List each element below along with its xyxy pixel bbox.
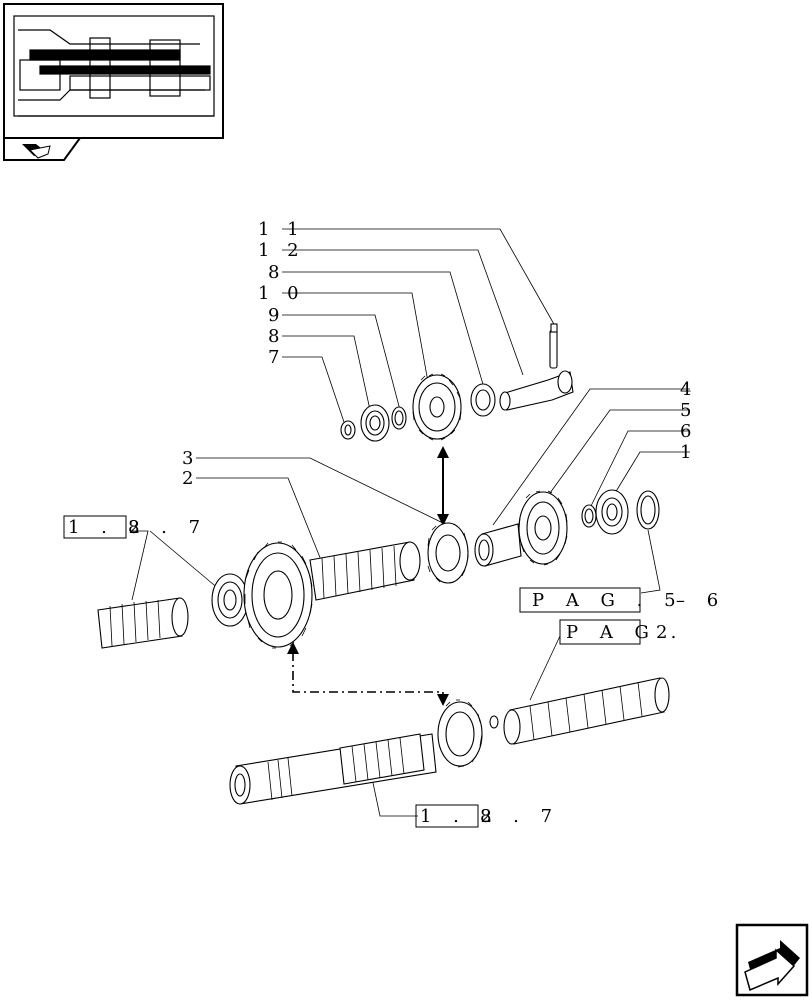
- part-1-ring: [636, 490, 660, 530]
- book-page-icon: [22, 144, 51, 159]
- part-8-bearing-lower: [360, 404, 390, 442]
- part-5-gear: [518, 490, 568, 566]
- callout-8-lower: 8: [268, 326, 285, 347]
- ref-pag-2-boxed: P A G .: [566, 622, 684, 643]
- callout-1: 1: [680, 442, 697, 463]
- part-3-gear: [427, 522, 469, 584]
- ref-top-left-boxed: 1 . 2: [68, 517, 148, 538]
- callout-8-upper: 8: [268, 262, 285, 283]
- part-10-gear: [412, 373, 462, 441]
- callout-6: 6: [680, 421, 697, 442]
- callout-10: 1 0: [258, 283, 305, 304]
- upper-parts: [340, 323, 574, 442]
- leader-lines: [130, 228, 690, 817]
- middle-parts: [97, 489, 660, 649]
- ref-bottom-rest: 8 . 7: [480, 806, 560, 827]
- left-stub-shaft: [97, 597, 189, 649]
- transmission-thumbnail: [13, 15, 215, 117]
- callout-numbers: 1 1 1 2 8 1 0 9 8 7 3 2 4 5 6 1: [182, 219, 697, 489]
- ref-bottom-boxed: 1 . 2: [420, 806, 500, 827]
- callout-11: 1 1: [258, 219, 305, 240]
- ref-pag-5-6[interactable]: P A G . 5 – 6: [519, 587, 726, 613]
- next-page-arrow-icon[interactable]: [735, 923, 809, 997]
- ref-pag-5-6-boxed: P A G . 5: [532, 590, 684, 611]
- callout-2: 2: [182, 468, 199, 489]
- callout-3: 3: [182, 448, 199, 469]
- lower-right-shaft: [503, 677, 670, 745]
- callout-12: 1 2: [258, 240, 305, 261]
- ref-top-left[interactable]: 1 . 2 8 . 7: [63, 515, 208, 539]
- ref-pag-2[interactable]: P A G . 2: [559, 619, 684, 645]
- thumbnail-panel[interactable]: [3, 3, 224, 161]
- callout-5: 5: [680, 400, 697, 421]
- part-2-gear-shaft: [243, 541, 421, 649]
- part-4-sleeve: [474, 523, 522, 567]
- part-7-bush: [340, 420, 356, 440]
- part-11-pin: [549, 323, 558, 369]
- callout-7: 7: [268, 347, 285, 368]
- callout-4: 4: [680, 379, 697, 400]
- part-6-ring: [581, 504, 597, 528]
- assembly-arrow-dashed: [287, 642, 449, 706]
- callout-9: 9: [268, 305, 285, 326]
- left-bearing: [211, 573, 249, 627]
- ref-top-left-rest: 8 . 7: [128, 517, 208, 538]
- lower-main-shaft: [229, 699, 499, 805]
- part-6-bearing: [595, 489, 629, 535]
- ref-pag-5-6-rest: – 6: [676, 590, 726, 611]
- assembly-arrow-vertical: [437, 446, 449, 526]
- part-9-circlip: [391, 406, 407, 430]
- ref-bottom[interactable]: 1 . 2 8 . 7: [415, 804, 560, 828]
- part-8-bearing-upper: [470, 383, 496, 417]
- part-12-shaft: [499, 370, 574, 411]
- ref-pag-2-rest: 2: [656, 622, 675, 643]
